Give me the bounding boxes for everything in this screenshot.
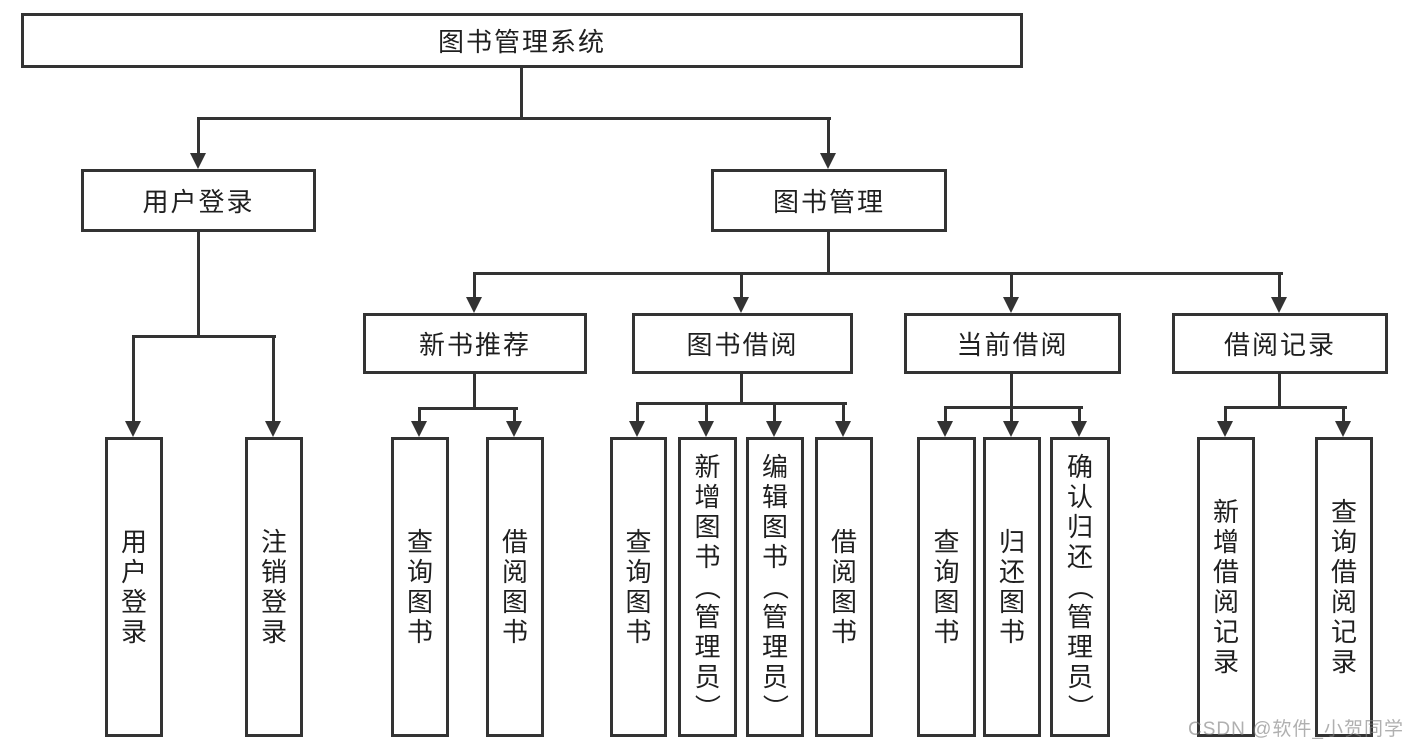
connector-line: [636, 402, 639, 423]
arrowhead-down-icon: [698, 421, 714, 437]
node-label: 用户登录: [120, 527, 147, 647]
connector-line: [740, 272, 743, 298]
node-book-management: 图书管理: [711, 169, 947, 232]
arrowhead-down-icon: [125, 421, 141, 437]
connector-line: [197, 232, 200, 337]
connector-line: [132, 335, 135, 421]
arrowhead-down-icon: [835, 421, 851, 437]
connector-line: [1010, 406, 1013, 423]
arrowhead-down-icon: [265, 421, 281, 437]
connector-line: [418, 407, 421, 423]
connector-line: [773, 402, 776, 423]
connector-line: [473, 374, 476, 410]
node-borrow-books-2: 借阅图书: [815, 437, 873, 737]
arrowhead-down-icon: [733, 297, 749, 313]
arrowhead-down-icon: [506, 421, 522, 437]
arrowhead-down-icon: [411, 421, 427, 437]
node-user-login-leaf: 用户登录: [105, 437, 163, 737]
node-book-borrowing: 图书借阅: [632, 313, 853, 374]
connector-line: [1224, 406, 1227, 423]
arrowhead-down-icon: [1071, 421, 1087, 437]
arrowhead-down-icon: [1271, 297, 1287, 313]
node-label: 确认归还（管理员）: [1064, 452, 1095, 721]
node-confirm-return-admin: 确认归还（管理员）: [1050, 437, 1110, 737]
node-label: 图书管理: [772, 187, 885, 217]
node-label: 当前借阅: [956, 330, 1069, 360]
node-label: 借阅图书: [501, 527, 528, 647]
node-library-management-system: 图书管理系统: [21, 13, 1023, 68]
node-new-book-recommend: 新书推荐: [363, 313, 587, 374]
node-user-login: 用户登录: [81, 169, 316, 232]
arrowhead-down-icon: [1335, 421, 1351, 437]
arrowhead-down-icon: [190, 153, 206, 169]
arrowhead-down-icon: [1217, 421, 1233, 437]
csdn-watermark: CSDN @软件_小贺同学: [1188, 719, 1404, 740]
connector-line: [197, 117, 200, 155]
node-label: 用户登录: [142, 187, 255, 217]
node-label: 编辑图书（管理员）: [759, 452, 790, 721]
connector-line: [513, 407, 516, 423]
node-return-books: 归还图书: [983, 437, 1041, 737]
node-borrowing-records: 借阅记录: [1172, 313, 1388, 374]
connector-line: [272, 335, 275, 421]
connector-line: [1224, 406, 1347, 409]
connector-line: [1342, 406, 1345, 423]
connector-line: [418, 407, 518, 410]
node-query-books-2: 查询图书: [610, 437, 667, 737]
node-query-books-1: 查询图书: [391, 437, 449, 737]
connector-line: [1278, 374, 1281, 409]
arrowhead-down-icon: [1003, 297, 1019, 313]
connector-line: [827, 117, 830, 155]
arrowhead-down-icon: [629, 421, 645, 437]
node-label: 新书推荐: [418, 330, 531, 360]
connector-line: [636, 402, 847, 405]
node-label: 借阅记录: [1223, 330, 1336, 360]
connector-line: [473, 272, 476, 298]
node-label: 新增借阅记录: [1212, 497, 1239, 677]
node-add-books-admin: 新增图书（管理员）: [678, 437, 737, 737]
node-label: 借阅图书: [830, 527, 857, 647]
node-query-borrow-record: 查询借阅记录: [1315, 437, 1373, 737]
connector-line: [197, 117, 831, 120]
connector-line: [1010, 374, 1013, 409]
node-label: 注销登录: [260, 527, 287, 647]
arrowhead-down-icon: [937, 421, 953, 437]
node-logout: 注销登录: [245, 437, 303, 737]
node-query-books-3: 查询图书: [917, 437, 976, 737]
node-edit-books-admin: 编辑图书（管理员）: [746, 437, 804, 737]
node-add-borrow-record: 新增借阅记录: [1197, 437, 1255, 737]
connector-line: [1278, 272, 1281, 298]
connector-line: [944, 406, 947, 423]
arrowhead-down-icon: [766, 421, 782, 437]
connector-line: [944, 406, 1083, 409]
connector-line: [705, 402, 708, 423]
connector-line: [473, 272, 1283, 275]
node-label: 查询图书: [406, 527, 433, 647]
node-label: 查询图书: [625, 527, 652, 647]
arrowhead-down-icon: [1003, 421, 1019, 437]
connector-line: [827, 232, 830, 275]
connector-line: [1078, 406, 1081, 423]
connector-line: [520, 68, 523, 118]
node-label: 查询图书: [933, 527, 960, 647]
node-label: 图书管理系统: [437, 27, 606, 57]
connector-line: [842, 402, 845, 423]
connector-line: [132, 335, 276, 338]
node-current-borrowing: 当前借阅: [904, 313, 1121, 374]
node-label: 归还图书: [998, 527, 1025, 647]
arrowhead-down-icon: [466, 297, 482, 313]
node-label: 查询借阅记录: [1330, 497, 1357, 677]
connector-line: [740, 374, 743, 405]
connector-line: [1010, 272, 1013, 298]
node-label: 图书借阅: [686, 330, 799, 360]
arrowhead-down-icon: [820, 153, 836, 169]
node-label: 新增图书（管理员）: [692, 452, 723, 721]
node-borrow-books-1: 借阅图书: [486, 437, 544, 737]
